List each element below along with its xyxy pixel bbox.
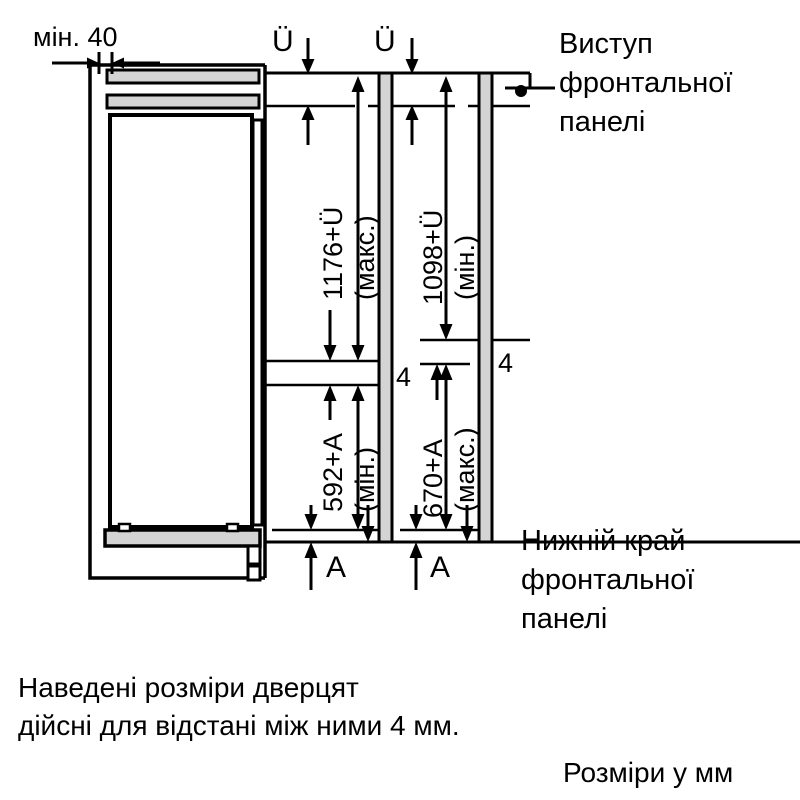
overlay-symbol-right-label: Ü: [374, 25, 396, 58]
units-note: Розміри у мм: [563, 757, 734, 788]
lower-door-left-value-label: 592+A: [318, 433, 348, 512]
top-callout-line2: фронтальної: [559, 67, 733, 99]
overlay-dimension-left: [301, 38, 315, 74]
hinge-strip: [251, 118, 264, 527]
top-clearance-label: мін. 40: [33, 22, 118, 52]
upper-door-left-qualifier-label: (макс.): [350, 215, 380, 300]
base-plinth: [103, 522, 262, 582]
top-front-panel-lower: [105, 93, 261, 110]
upper-door-right-qualifier-label: (мін.): [450, 235, 480, 300]
middle-gap-left-label: 4: [396, 362, 412, 392]
top-callout-line3: панелі: [559, 106, 646, 138]
middle-gap-left-dimension: [323, 310, 337, 420]
bottom-offset-left-dimension: [304, 505, 375, 590]
upper-door-right-value-label: 1098+Ü: [418, 209, 448, 305]
bottom-callout-line2: фронтальної: [521, 564, 695, 596]
upper-door-right-dimension: [439, 76, 453, 340]
overlay-dimension-right-up: [405, 105, 419, 145]
door-edge-bar-left: [377, 71, 394, 544]
overlay-symbol-left-label: Ü: [272, 25, 294, 58]
lower-door-left-dimension: [351, 385, 365, 530]
door-edge-bar-right: [477, 71, 494, 544]
upper-door-left-value-label: 1176+Ü: [318, 206, 348, 300]
top-callout-leader: [505, 73, 555, 97]
note-line2: дійсні для відстані між ними 4 мм.: [18, 710, 460, 741]
top-clearance-dimension: [52, 52, 160, 74]
middle-gap-right-label: 4: [498, 348, 514, 378]
bottom-callout-line3: панелі: [521, 603, 608, 635]
note-line1: Наведені розміри дверцят: [18, 672, 359, 703]
bottom-offset-right-label: A: [430, 551, 451, 584]
top-front-panel-upper: [105, 68, 261, 85]
lower-door-right-dimension: [439, 364, 453, 530]
bottom-callout-line1: Нижній край: [521, 525, 686, 557]
bottom-offset-left-label: A: [326, 551, 347, 584]
middle-gap-right-dimension: [430, 364, 444, 400]
lower-door-right-value-label: 670+A: [418, 439, 448, 518]
overlay-dimension-right: [405, 38, 419, 74]
lower-door-right-qualifier-label: (макс.): [450, 427, 480, 512]
lower-door-left-qualifier-label: (мін.): [350, 447, 380, 512]
bottom-offset-right-dimension: [409, 505, 474, 590]
overlay-dimension-left-up: [301, 105, 315, 145]
appliance-body: [108, 113, 254, 529]
upper-door-left-dimension: [351, 76, 365, 361]
top-callout-line1: Виступ: [559, 28, 653, 60]
